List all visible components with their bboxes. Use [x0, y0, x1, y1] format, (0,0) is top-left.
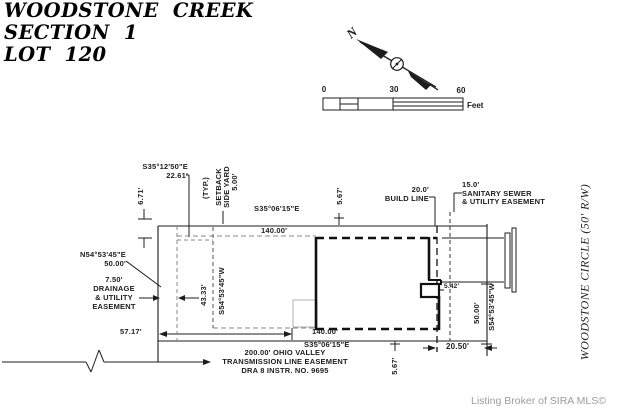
drainage-dist-label: 7.50': [105, 275, 123, 284]
chimney-bump: [419, 282, 441, 299]
patio-outline: [292, 299, 318, 328]
build-line-block: 20.0' BUILD LINE: [383, 185, 429, 203]
easement-dashed-lines: [176, 212, 451, 352]
street-name-label: WOODSTONE CIRCLE (50' R/W): [577, 183, 592, 361]
dist-west-jog-label: 6.71': [135, 187, 145, 205]
street-curb: [504, 227, 517, 293]
lot-boundary: [157, 224, 488, 362]
house-footprint: [314, 236, 444, 331]
scale-tick-60: 60: [456, 86, 466, 95]
dist-east-label: 50.00': [471, 302, 481, 324]
build-line-dist-label: 20.0': [411, 185, 429, 194]
driveway: [442, 237, 504, 283]
drainage-easement-block: 7.50' DRAINAGE & UTILITY EASEMENT: [90, 275, 138, 311]
setback-typ-label: (TYP.): [200, 177, 210, 199]
dist-bump-label: 5.42': [444, 283, 460, 290]
scale-tick-0: 0: [321, 85, 327, 94]
dimension-arrowheads: [153, 295, 492, 365]
sanitary-sewer-block: 15.0' SANITARY SEWER & UTILITY EASEMENT: [462, 180, 546, 207]
sewer-easement-label: & UTILITY EASEMENT: [462, 197, 546, 206]
dist-north-jog-label: 5.67': [334, 187, 344, 205]
transmission-line-1: 200.00' OHIO VALLEY: [244, 348, 326, 357]
setback-dist-label: 5.00': [229, 173, 239, 191]
bearing-west-label: N54°53'45"E: [80, 250, 126, 259]
north-arrow: [356, 39, 439, 91]
drainage-utility-label: & UTILITY: [95, 293, 133, 302]
plat-title: WOODSTONE CREEK SECTION 1 LOT 120: [4, 0, 253, 66]
dist-south-jog-label: 5.67': [389, 357, 399, 375]
bearing-north-label: S35°06'15"E: [254, 204, 300, 213]
bearing-nw-block: S35°12'50"E 22.61': [126, 162, 188, 180]
drainage-label: DRAINAGE: [93, 284, 135, 293]
transmission-line-2: TRANSMISSION LINE EASEMENT: [222, 357, 348, 366]
build-line-label: BUILD LINE: [384, 193, 429, 203]
dist-west-label: 50.00': [104, 258, 126, 268]
dimension-lines: [2, 174, 497, 373]
dist-sw-label: 57.17': [120, 327, 142, 336]
section-number: SECTION 1: [4, 21, 138, 44]
scale-unit-label: Feet: [467, 101, 484, 110]
listing-credit: Listing Broker of SIRA MLS©: [471, 395, 606, 407]
transmission-line-3: DRA 8 INSTR. NO. 9695: [241, 366, 329, 375]
bearing-west-block: N54°53'45"E 50.00': [64, 250, 126, 268]
scale-bar: [322, 97, 464, 111]
subdivision-name: WOODSTONE CREEK: [4, 0, 254, 22]
bearing-inner-label: S54°53'45"W: [216, 267, 226, 315]
bearing-south-label: S35°06'15"E: [304, 340, 350, 349]
transmission-easement-block: 200.00' OHIO VALLEY TRANSMISSION LINE EA…: [212, 348, 358, 375]
sewer-label: SANITARY SEWER: [462, 188, 532, 198]
drainage-easement-label: EASEMENT: [92, 302, 136, 311]
bearing-east-label: S54°53'45"W: [486, 283, 496, 331]
dist-south-label: 140.00': [312, 327, 339, 336]
dist-inner-label: 43.33': [198, 284, 208, 306]
sewer-dist-label: 15.0': [462, 180, 480, 189]
scale-tick-30: 30: [389, 85, 399, 94]
bearing-nw-label: S35°12'50"E: [142, 162, 188, 171]
dist-front-build-label: 20.50': [446, 342, 470, 351]
dist-nw-label: 22.61': [166, 170, 188, 180]
lot-number: LOT 120: [4, 43, 107, 66]
dist-north-label: 140.00': [261, 226, 288, 235]
